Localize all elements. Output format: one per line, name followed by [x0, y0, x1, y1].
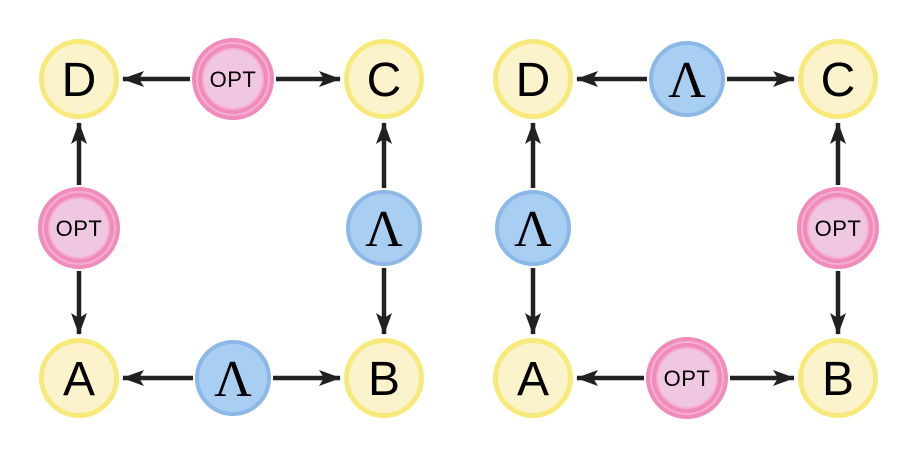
corner-label: B — [367, 353, 400, 406]
edge-node-right-square-top-lambda: Λ — [649, 41, 725, 117]
corner-label: C — [820, 54, 856, 107]
corner-node-left-square-bottom-left: A — [39, 338, 119, 418]
corner-label: A — [62, 353, 95, 406]
opt-label: OPT — [209, 67, 257, 92]
lambda-label: Λ — [514, 201, 552, 258]
corner-node-right-square-top-left: D — [493, 39, 573, 119]
edge-node-right-square-bottom-opt: OPT — [646, 337, 728, 419]
lambda-label: Λ — [668, 52, 706, 109]
corner-node-left-square-bottom-right: B — [344, 338, 424, 418]
corner-label: C — [366, 54, 402, 107]
opt-label: OPT — [814, 216, 862, 241]
corner-node-left-square-top-left: D — [39, 39, 119, 119]
edge-node-left-square-right-lambda: Λ — [346, 190, 422, 266]
corner-label: A — [516, 353, 549, 406]
lambda-label: Λ — [214, 351, 252, 408]
edge-node-left-square-top-opt: OPT — [192, 38, 274, 120]
corner-node-left-square-top-right: C — [344, 39, 424, 119]
edge-node-right-square-right-opt: OPT — [797, 187, 879, 269]
corner-label: B — [821, 353, 854, 406]
corner-node-right-square-top-right: C — [798, 39, 878, 119]
edge-node-left-square-bottom-lambda: Λ — [195, 340, 271, 416]
edge-node-left-square-left-opt: OPT — [38, 187, 120, 269]
corner-node-right-square-bottom-right: B — [798, 338, 878, 418]
opt-label: OPT — [663, 366, 711, 391]
lambda-label: Λ — [365, 201, 403, 258]
edge-node-right-square-left-lambda: Λ — [495, 190, 571, 266]
opt-label: OPT — [55, 216, 103, 241]
corner-label: D — [515, 54, 551, 107]
corner-node-right-square-bottom-left: A — [493, 338, 573, 418]
corner-label: D — [61, 54, 97, 107]
